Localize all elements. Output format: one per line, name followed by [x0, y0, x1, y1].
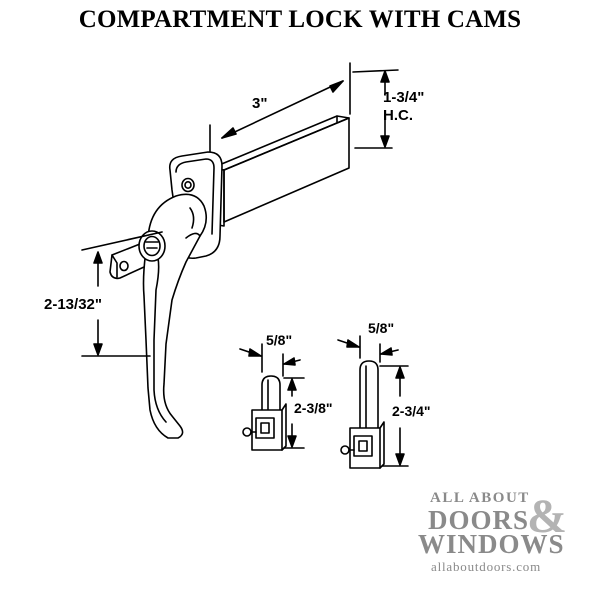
cam-2-width-label: 5/8" — [368, 320, 394, 336]
shaft-length-label: 3" — [252, 95, 267, 112]
cam-1-width-label: 5/8" — [266, 332, 292, 348]
handle-height-label: 2-13/32" — [44, 296, 102, 313]
handle-height-dimension — [81, 231, 163, 357]
l-handle — [138, 193, 208, 439]
watermark-ampersand: & — [527, 490, 567, 543]
cam-2-width-dimension — [337, 335, 399, 363]
hole-center-abbr-label: H.C. — [383, 107, 413, 124]
watermark-line2: DOORS — [428, 505, 529, 535]
watermark-url: allaboutdoors.com — [431, 559, 541, 574]
cam-1-height-label: 2-3/8" — [294, 400, 333, 416]
cam-2-height-label: 2-3/4" — [392, 403, 431, 419]
page-title: COMPARTMENT LOCK WITH CAMS — [78, 6, 522, 33]
shaft-length-dimension — [209, 62, 351, 166]
watermark-line1: ALL ABOUT — [430, 490, 530, 506]
watermark-line3: WINDOWS — [418, 529, 565, 559]
watermark-logo: ALL ABOUT DOORS & WINDOWS allaboutdoors.… — [418, 490, 567, 574]
hole-center-label: 1-3/4" — [383, 89, 424, 106]
cam-2-height-dimension — [379, 365, 409, 467]
hole-center-dimension — [352, 69, 399, 149]
cam-1 — [242, 375, 287, 451]
cam-1-width-dimension — [239, 343, 301, 377]
cam-1-height-dimension — [283, 377, 305, 449]
cam-2 — [340, 360, 385, 469]
